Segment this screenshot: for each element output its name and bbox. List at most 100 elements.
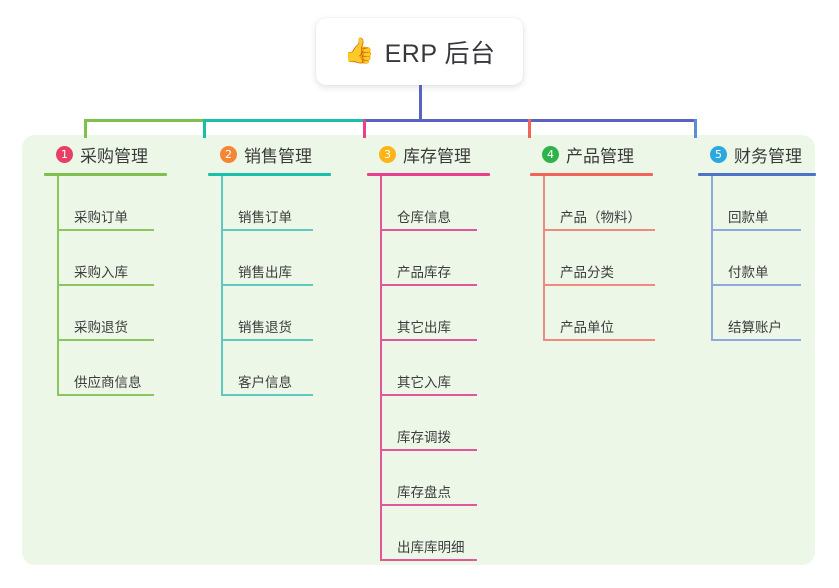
module-item[interactable]: 付款单 [711, 231, 838, 286]
module-title: 库存管理 [403, 146, 471, 166]
module-item-label: 销售订单 [238, 210, 292, 225]
modules-panel: 1 采购管理采购订单采购入库采购退货供应商信息 2 销售管理销售订单销售出库销售退货客… [22, 135, 816, 565]
module-branch-spine [543, 176, 545, 341]
connector-root-stem [419, 85, 422, 122]
connector-drop-1 [84, 119, 87, 138]
connector-drop-4 [528, 119, 531, 138]
module-column-1: 1 采购管理采购订单采购入库采购退货供应商信息 [44, 135, 194, 396]
module-item-label: 其它出库 [397, 320, 451, 335]
connector-drop-5 [694, 119, 697, 138]
module-item[interactable]: 产品分类 [543, 231, 685, 286]
connector-bus-left [84, 119, 206, 122]
connector-bus-mid [203, 119, 366, 122]
module-item-rule [713, 284, 801, 286]
module-item-label: 产品分类 [560, 265, 614, 280]
module-item[interactable]: 结算账户 [711, 286, 838, 341]
module-item-rule [223, 394, 313, 396]
module-title: 销售管理 [244, 146, 312, 166]
module-item-rule [545, 284, 655, 286]
module-item-rule [382, 284, 477, 286]
module-item-label: 销售退货 [238, 320, 292, 335]
module-item-list: 仓库信息产品库存其它出库其它入库库存调拨库存盘点出库库明细 [367, 176, 519, 561]
module-item[interactable]: 客户信息 [221, 341, 358, 396]
module-item[interactable]: 仓库信息 [380, 176, 519, 231]
module-item-label: 产品单位 [560, 320, 614, 335]
module-item-rule [223, 284, 313, 286]
module-index-badge: 2 [220, 145, 237, 163]
module-item-label: 销售出库 [238, 265, 292, 280]
module-item-label: 回款单 [728, 210, 769, 225]
module-title: 产品管理 [566, 146, 634, 166]
module-index-badge: 1 [56, 145, 73, 163]
module-item-rule [59, 394, 154, 396]
module-item-label: 仓库信息 [397, 210, 451, 225]
module-header-3[interactable]: 3 库存管理 [367, 135, 519, 173]
module-header-4[interactable]: 4 产品管理 [530, 135, 685, 173]
module-item-label: 其它入库 [397, 375, 451, 390]
module-item[interactable]: 库存盘点 [380, 451, 519, 506]
module-item-label: 出库库明细 [397, 540, 465, 555]
module-index-badge: 3 [379, 145, 396, 163]
module-index-badge: 4 [542, 145, 559, 163]
root-node-title: ERP 后台 [384, 39, 496, 68]
module-item-rule [713, 229, 801, 231]
module-title: 财务管理 [734, 146, 802, 166]
module-header-rule [367, 173, 490, 176]
module-item-label: 采购订单 [74, 210, 128, 225]
module-item-rule [223, 339, 313, 341]
connector-drop-3 [363, 119, 366, 138]
module-item[interactable]: 产品单位 [543, 286, 685, 341]
module-branch-spine [711, 176, 713, 341]
module-header-rule [208, 173, 331, 176]
module-item-label: 客户信息 [238, 375, 292, 390]
thumbs-up-icon: 👍 [343, 37, 375, 65]
module-header-2[interactable]: 2 销售管理 [208, 135, 358, 173]
module-column-3: 3 库存管理仓库信息产品库存其它出库其它入库库存调拨库存盘点出库库明细 [367, 135, 519, 561]
module-item[interactable]: 供应商信息 [57, 341, 194, 396]
module-item-rule [59, 339, 154, 341]
module-item-rule [545, 229, 655, 231]
module-item[interactable]: 销售订单 [221, 176, 358, 231]
module-item-label: 采购入库 [74, 265, 128, 280]
module-item[interactable]: 其它出库 [380, 286, 519, 341]
module-item[interactable]: 销售出库 [221, 231, 358, 286]
module-item-label: 库存盘点 [397, 485, 451, 500]
module-item-rule [59, 229, 154, 231]
module-column-2: 2 销售管理销售订单销售出库销售退货客户信息 [208, 135, 358, 396]
module-title: 采购管理 [80, 146, 148, 166]
module-item[interactable]: 销售退货 [221, 286, 358, 341]
module-item-rule [382, 449, 477, 451]
module-item[interactable]: 采购入库 [57, 231, 194, 286]
module-item-label: 付款单 [728, 265, 769, 280]
module-item-label: 产品（物料） [560, 210, 641, 225]
module-branch-spine [57, 176, 59, 396]
module-item-label: 供应商信息 [74, 375, 142, 390]
module-item[interactable]: 采购订单 [57, 176, 194, 231]
module-item[interactable]: 回款单 [711, 176, 838, 231]
module-item-rule [382, 339, 477, 341]
module-column-4: 4 产品管理产品（物料） 产品分类产品单位 [530, 135, 685, 341]
module-item[interactable]: 产品（物料） [543, 176, 685, 231]
module-header-1[interactable]: 1 采购管理 [44, 135, 194, 173]
module-item-label: 产品库存 [397, 265, 451, 280]
module-item-rule [223, 229, 313, 231]
module-item[interactable]: 出库库明细 [380, 506, 519, 561]
module-item[interactable]: 产品库存 [380, 231, 519, 286]
module-item-rule [545, 339, 655, 341]
module-item-label: 库存调拨 [397, 430, 451, 445]
module-item-label: 采购退货 [74, 320, 128, 335]
module-item-list: 采购订单采购入库采购退货供应商信息 [44, 176, 194, 396]
module-branch-spine [221, 176, 223, 396]
module-item-label: 结算账户 [728, 320, 782, 335]
module-item[interactable]: 采购退货 [57, 286, 194, 341]
module-item[interactable]: 库存调拨 [380, 396, 519, 451]
module-header-rule [530, 173, 653, 176]
module-item-list: 回款单付款单结算账户 [698, 176, 838, 341]
module-item-rule [382, 559, 477, 561]
module-item-rule [382, 229, 477, 231]
module-item[interactable]: 其它入库 [380, 341, 519, 396]
root-node[interactable]: 👍 ERP 后台 [316, 18, 523, 85]
module-item-rule [713, 339, 801, 341]
